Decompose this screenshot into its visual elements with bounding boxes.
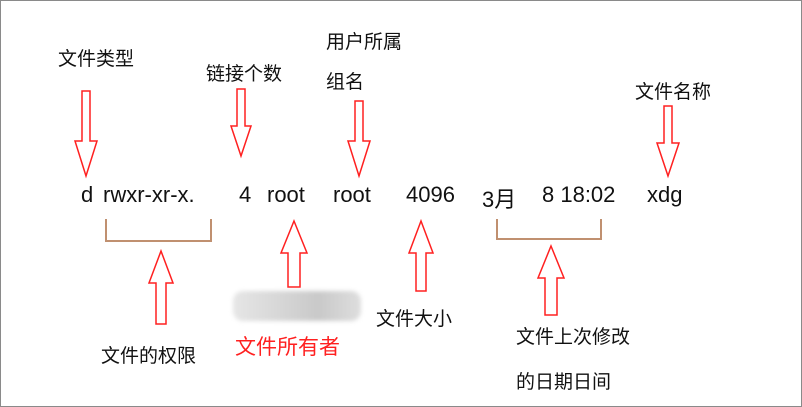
down-arrow-icon bbox=[73, 90, 99, 179]
label-modified-line1: 文件上次修改 bbox=[516, 326, 631, 348]
label-file-name: 文件名称 bbox=[635, 81, 712, 103]
token-name: xdg bbox=[647, 182, 683, 207]
up-arrow-icon bbox=[279, 219, 309, 288]
down-arrow-icon bbox=[346, 100, 372, 179]
down-arrow-icon bbox=[229, 88, 253, 159]
token-size: 4096 bbox=[406, 182, 455, 207]
label-permissions: 文件的权限 bbox=[101, 345, 197, 367]
up-arrow-icon bbox=[407, 218, 435, 292]
token-day-time: 8 18:02 bbox=[542, 182, 616, 207]
label-owner: 文件所有者 bbox=[235, 335, 340, 359]
label-group-line2: 组名 bbox=[326, 71, 365, 93]
label-file-type: 文件类型 bbox=[58, 48, 135, 70]
blurred-text bbox=[233, 291, 361, 321]
down-arrow-icon bbox=[655, 105, 681, 179]
label-link-count: 链接个数 bbox=[206, 63, 283, 85]
token-owner: root bbox=[267, 182, 305, 207]
up-arrow-icon bbox=[536, 244, 566, 316]
permissions-bracket bbox=[105, 219, 212, 242]
token-permissions: rwxr-xr-x. bbox=[103, 182, 195, 207]
token-type: d bbox=[81, 182, 94, 207]
up-arrow-icon bbox=[147, 248, 175, 325]
label-group-line1: 用户所属 bbox=[326, 31, 403, 53]
token-month: 3月 bbox=[482, 187, 517, 212]
token-group: root bbox=[333, 182, 371, 207]
datetime-bracket bbox=[496, 219, 602, 240]
label-size: 文件大小 bbox=[376, 308, 453, 330]
token-links: 4 bbox=[239, 182, 252, 207]
label-modified-line2: 的日期日间 bbox=[516, 371, 612, 393]
